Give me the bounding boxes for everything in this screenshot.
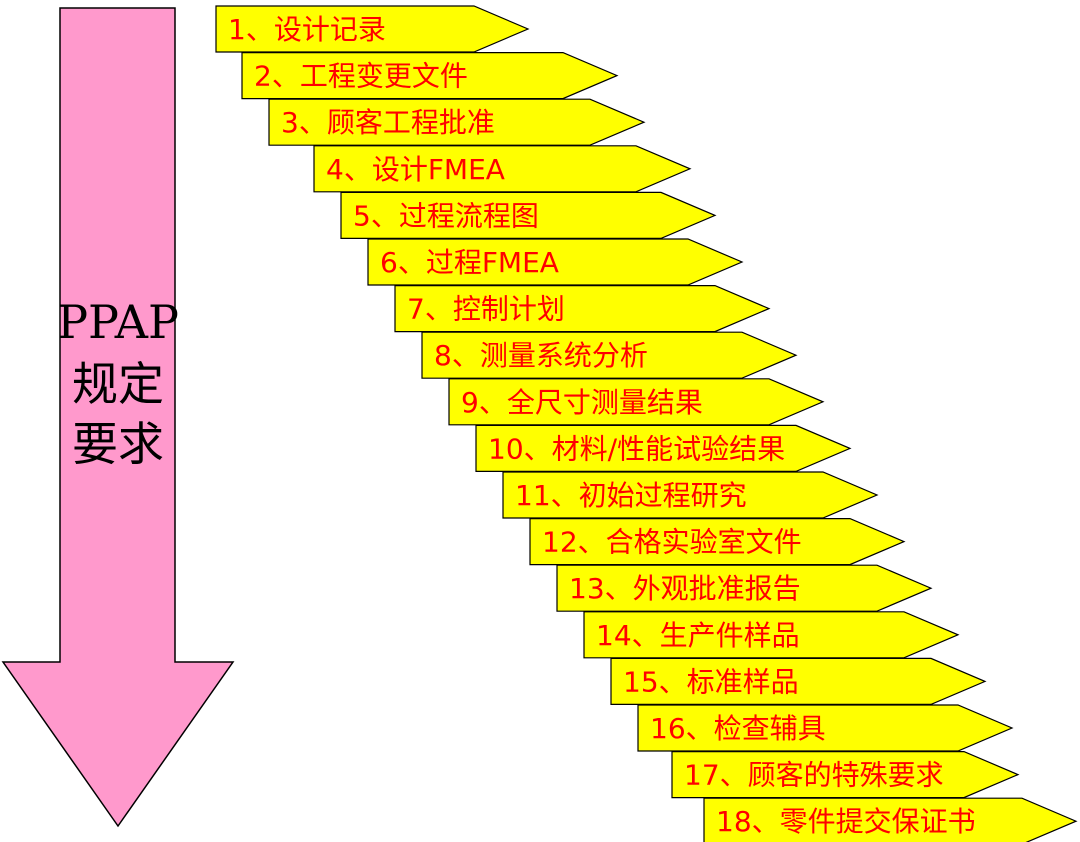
step-4-label: 4、设计FMEA [326,153,505,186]
step-10-shape [475,424,852,472]
step-10-label: 10、材料/性能试验结果 [488,432,785,465]
step-5-label: 5、过程流程图 [353,199,539,232]
step-15-label: 15、标准样品 [623,665,799,698]
step-12-label: 12、合格实验室文件 [542,526,802,559]
step-2-label: 2、工程变更文件 [254,60,468,93]
step-7-shape [394,285,771,333]
step-14-shape [583,611,960,659]
step-7-label: 7、控制计划 [407,293,565,326]
arrow-label-line-1: PPAP [57,295,179,349]
arrow-label-line-3: 要求 [72,417,164,471]
step-13-label: 13、外观批准报告 [569,572,801,605]
step-2-shape [241,51,619,100]
step-1-shape [215,5,530,53]
step-14-label: 14、生产件样品 [596,619,800,652]
step-16-label: 16、检查辅具 [650,712,826,745]
step-17-label: 17、顾客的特殊要求 [684,759,944,792]
step-4-shape [313,145,692,193]
step-16-shape [637,704,1014,752]
step-3-shape [268,98,646,146]
step-1-label: 1、设计记录 [228,13,386,46]
down-arrow-shape [1,7,235,828]
step-18-shape [703,797,1078,842]
step-3-label: 3、顾客工程批准 [281,106,495,139]
step-6-label: 6、过程FMEA [380,246,559,279]
step-18-label: 18、零件提交保证书 [716,805,976,838]
step-9-shape [448,378,825,426]
step-15-shape [610,657,987,706]
step-8-label: 8、测量系统分析 [434,339,648,372]
step-11-label: 11、初始过程研究 [515,479,747,512]
step-5-shape [340,191,717,239]
arrow-label-line-2: 规定 [72,357,164,411]
step-11-shape [502,471,879,519]
step-12-shape [529,517,906,566]
step-6-shape [367,238,744,286]
step-8-shape [421,331,798,379]
step-9-label: 9、全尺寸测量结果 [461,386,703,419]
ppap-requirement-arrow: PPAP 规定 要求 [1,7,235,828]
ppap-steps: 1、设计记录 2、工程变更文件 3、顾客工程批准 4、设计FMEA 5、过程流程图 6、过… [215,5,1078,842]
step-17-shape [671,750,1020,799]
step-13-shape [556,564,933,612]
